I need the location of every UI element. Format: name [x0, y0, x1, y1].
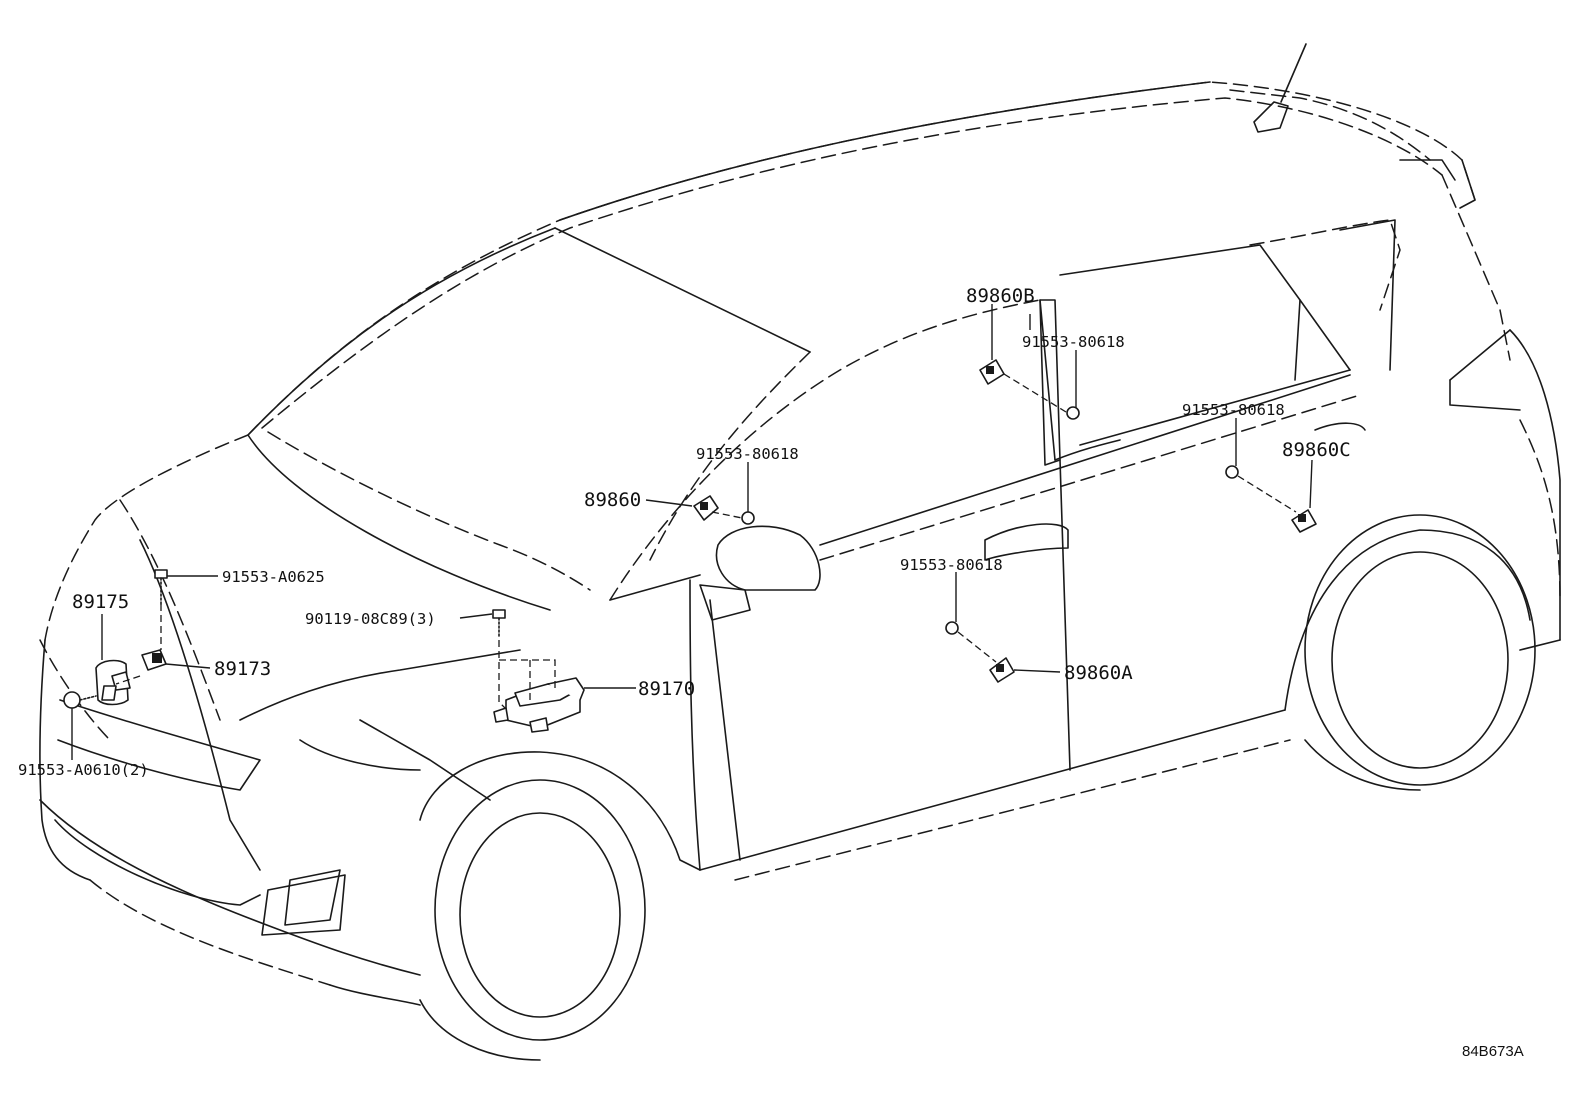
label-89860c: 89860C: [1282, 439, 1351, 461]
vehicle-outline: [39, 43, 1561, 1061]
label-89175: 89175: [72, 591, 129, 613]
label-89173: 89173: [214, 658, 271, 680]
label-89170: 89170: [638, 678, 695, 700]
side-sensor-89860: [693, 495, 755, 525]
bolt-90119-08c89: [492, 609, 506, 637]
door-sensor-89860a: [945, 621, 1015, 683]
label-91553-a0610: 91553-A0610(2): [18, 761, 149, 779]
front-sensor-89173: [141, 649, 167, 671]
label-91553-80618-rear: 91553-80618: [1182, 401, 1285, 419]
label-89860: 89860: [584, 489, 641, 511]
diagram-code: 84B673A: [1462, 1043, 1524, 1060]
leader-lines: [71, 304, 1313, 760]
part-labels: 89175 91553-A0625 90119-08C89(3) 89173 8…: [18, 285, 1524, 1060]
label-91553-80618-door: 91553-80618: [900, 556, 1003, 574]
label-91553-80618-front: 91553-80618: [696, 445, 799, 463]
label-89860b: 89860B: [966, 285, 1035, 307]
airbag-sensor-assembly-89170: [493, 677, 585, 733]
label-90119-08c89: 90119-08C89(3): [305, 610, 436, 628]
pillar-sensor-89860b: [979, 359, 1080, 420]
rear-sensor-89860c: [1225, 465, 1317, 533]
label-89860a: 89860A: [1064, 662, 1133, 684]
label-91553-80618-pillar: 91553-80618: [1022, 333, 1125, 351]
label-91553-a0625: 91553-A0625: [222, 568, 325, 586]
bolt-91553-a0625: [154, 569, 168, 605]
front-sensor-89175: [95, 659, 131, 706]
